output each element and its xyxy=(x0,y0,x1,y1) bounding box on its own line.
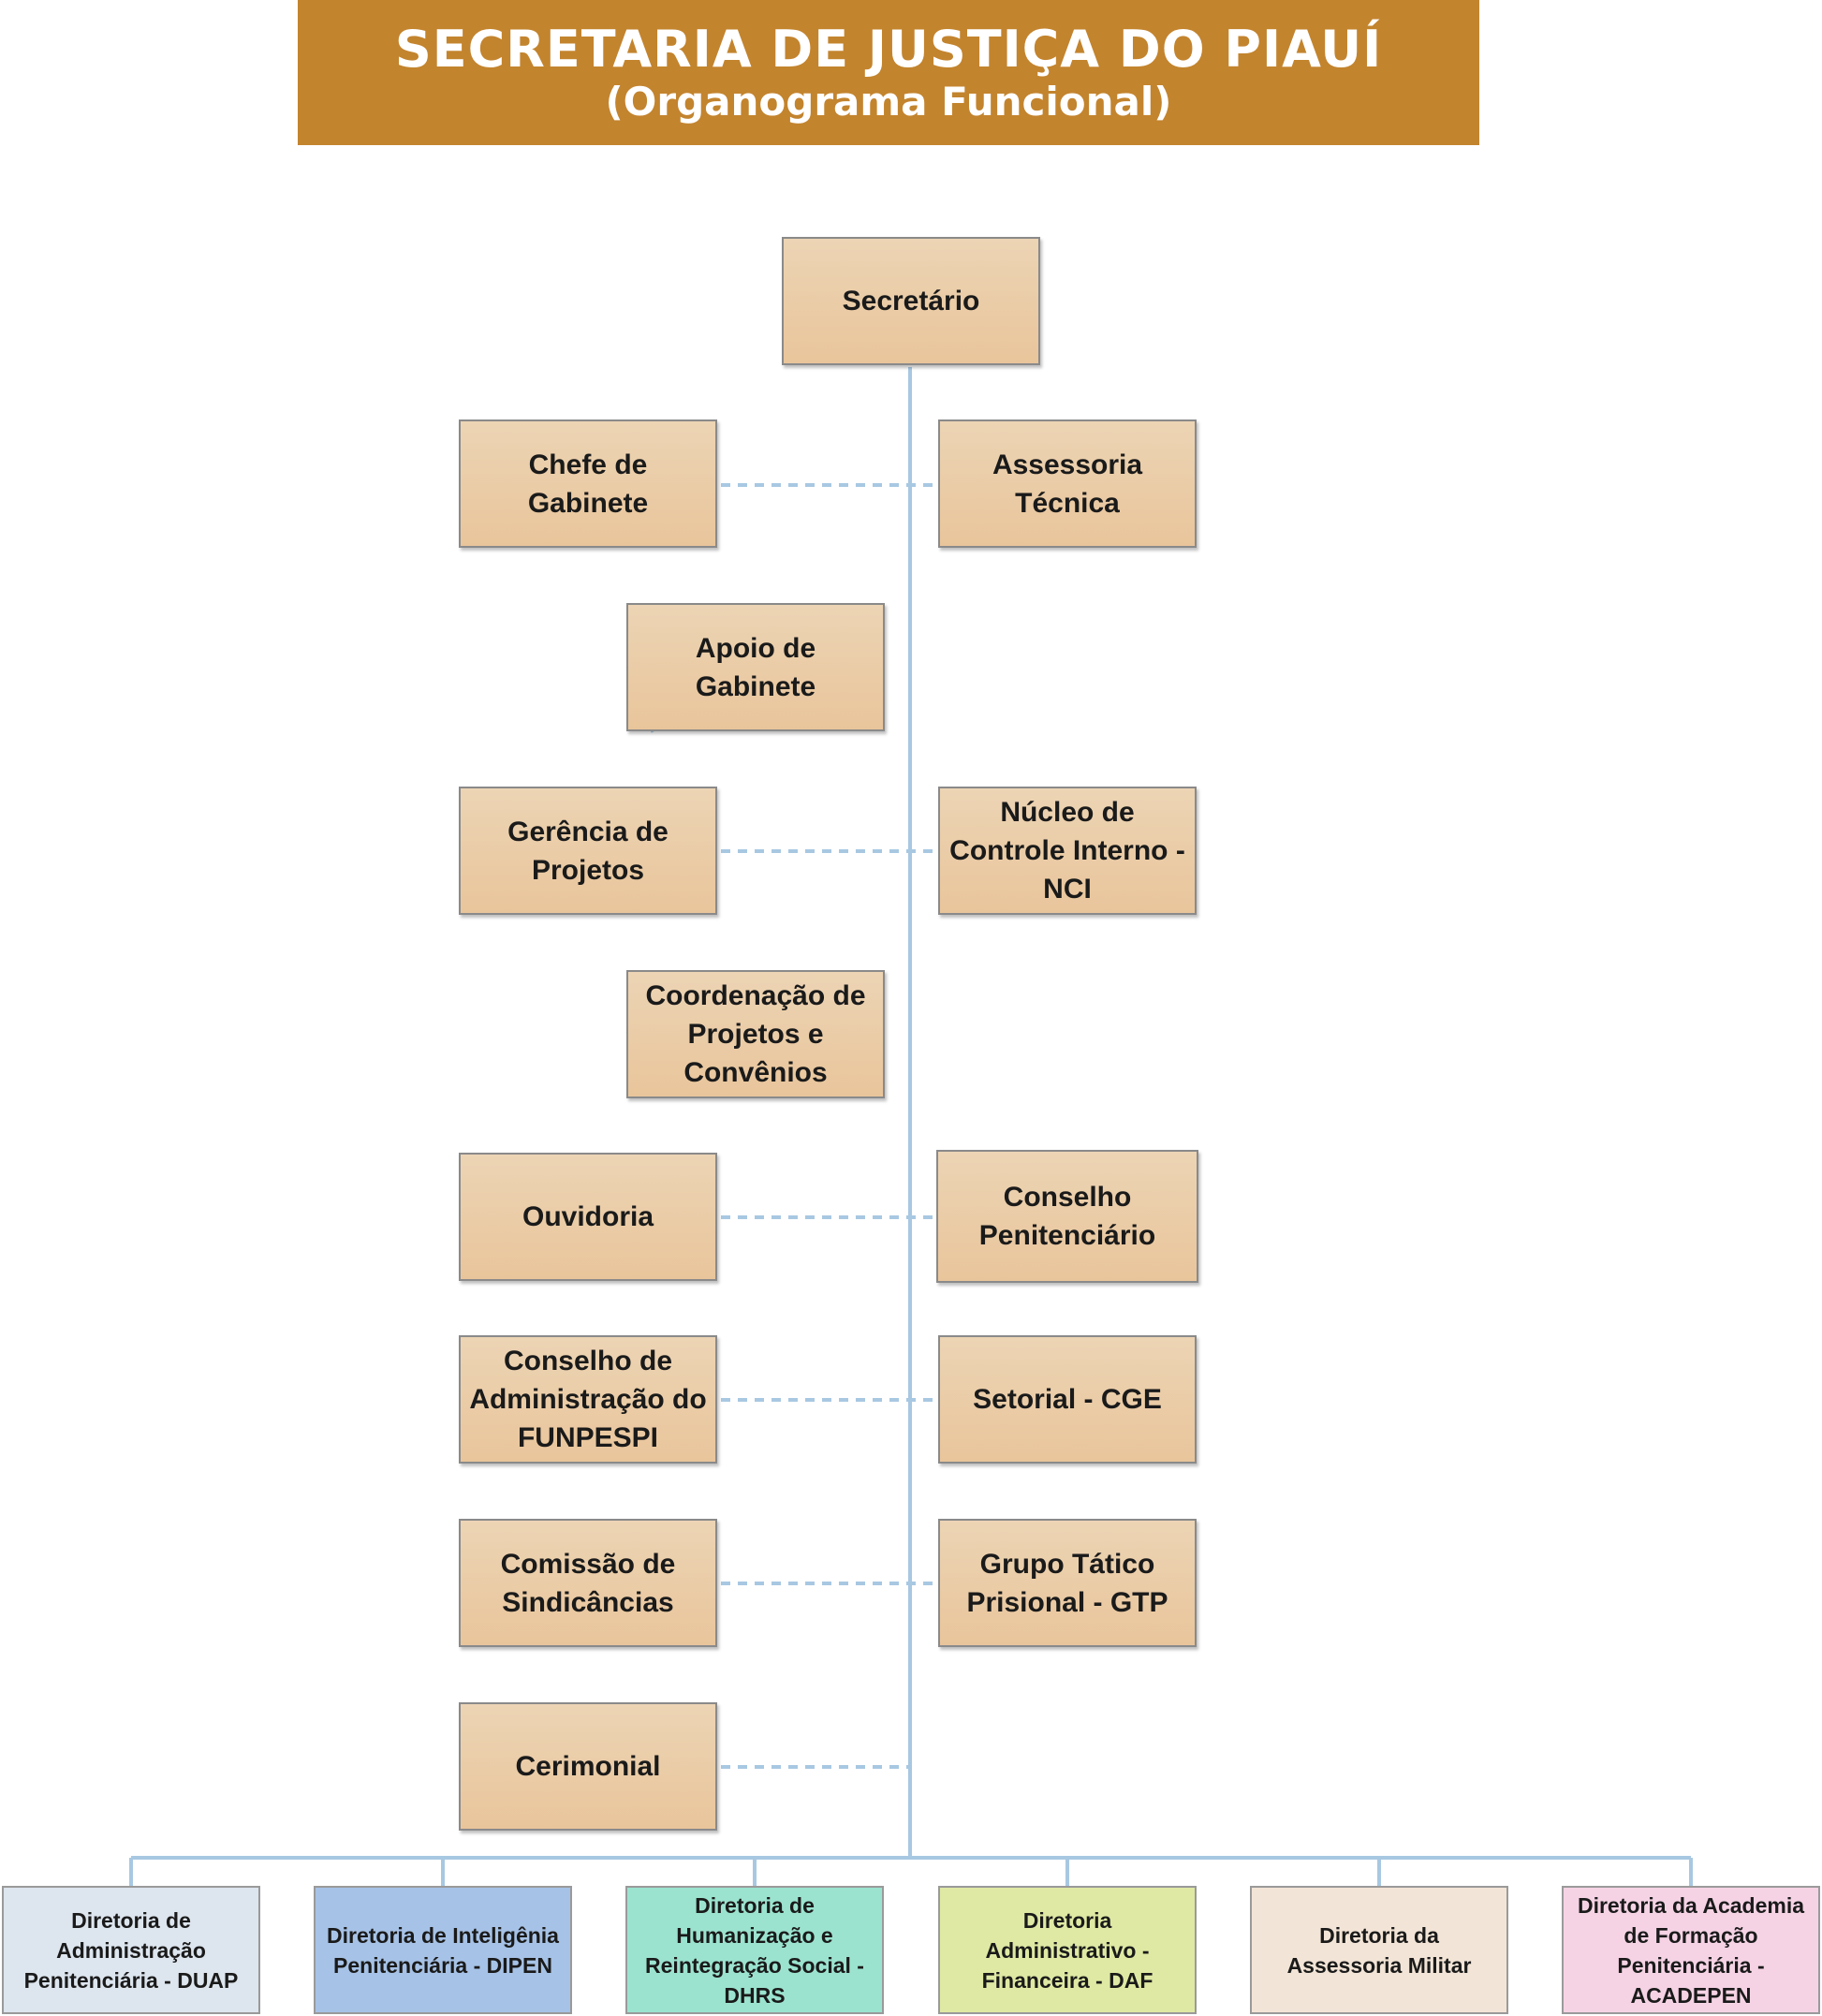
diretoria-dipen: Diretoria de Inteligênia Penitenciária -… xyxy=(314,1886,572,2014)
diretoria-label: Diretoria de Humanização e Reintegração … xyxy=(645,1892,864,2008)
node-gerencia-projetos: Gerência de Projetos xyxy=(459,787,717,915)
node-label: Secretário xyxy=(842,286,980,316)
diretoria-daf: Diretoria Administrativo -Financeira - D… xyxy=(938,1886,1197,2014)
node-secretario: Secretário xyxy=(782,237,1040,365)
diretoria-label: Diretoria da Academia de Formação Penite… xyxy=(1577,1892,1805,2008)
diretoria-duap: Diretoria de Administração Penitenciária… xyxy=(2,1886,260,2014)
diretoria-acadepen: Diretoria da Academia de Formação Penite… xyxy=(1562,1886,1820,2014)
node-grupo-tatico: Grupo Tático Prisional - GTP xyxy=(938,1519,1197,1647)
node-label: Apoio de Gabinete xyxy=(695,632,816,702)
node-label: Ouvidoria xyxy=(522,1201,654,1232)
diretoria-label: Diretoria de Administração Penitenciária… xyxy=(23,1907,239,1993)
diretoria-label: Diretoria de Inteligênia Penitenciária -… xyxy=(327,1922,559,1978)
node-label: Conselho Penitenciário xyxy=(978,1182,1156,1251)
node-label: Núcleo de Controle Interno - NCI xyxy=(949,797,1185,905)
node-label: Grupo Tático Prisional - GTP xyxy=(966,1548,1168,1618)
diretoria-dhrs: Diretoria de Humanização e Reintegração … xyxy=(625,1886,884,2014)
node-cerimonial: Cerimonial xyxy=(459,1702,717,1831)
node-label: Chefe de Gabinete xyxy=(527,449,649,519)
node-label: Comissão de Sindicâncias xyxy=(500,1548,676,1618)
node-ouvidoria: Ouvidoria xyxy=(459,1153,717,1281)
node-setorial-cge: Setorial - CGE xyxy=(938,1335,1197,1464)
node-conselho-funpespi: Conselho de Administração do FUNPESPI xyxy=(459,1335,717,1464)
diretoria-label: Diretoria Administrativo -Financeira - D… xyxy=(981,1907,1153,1993)
node-label: Assessoria Técnica xyxy=(992,449,1143,519)
node-assessoria-tecnica: Assessoria Técnica xyxy=(938,419,1197,548)
node-label: Coordenação de Projetos e Convênios xyxy=(645,980,866,1088)
chart-subtitle: (Organograma Funcional) xyxy=(605,79,1172,125)
chart-title: SECRETARIA DE JUSTIÇA DO PIAUÍ xyxy=(394,19,1383,79)
node-conselho-penitenciario: Conselho Penitenciário xyxy=(936,1150,1198,1283)
diretoria-label: Diretoria da Assessoria Militar xyxy=(1286,1922,1472,1978)
node-comissao-sindicancias: Comissão de Sindicâncias xyxy=(459,1519,717,1647)
node-label: Setorial - CGE xyxy=(973,1384,1162,1415)
node-coordenacao-projetos: Coordenação de Projetos e Convênios xyxy=(626,970,885,1098)
header-banner: SECRETARIA DE JUSTIÇA DO PIAUÍ (Organogr… xyxy=(298,0,1479,145)
node-apoio-gabinete: Apoio de Gabinete xyxy=(626,603,885,731)
node-label: Conselho de Administração do FUNPESPI xyxy=(469,1346,707,1453)
node-chefe-gabinete: Chefe de Gabinete xyxy=(459,419,717,548)
node-label: Gerência de Projetos xyxy=(507,816,669,886)
node-label: Cerimonial xyxy=(515,1751,661,1782)
diretoria-assessoria-militar: Diretoria da Assessoria Militar xyxy=(1250,1886,1508,2014)
node-nucleo-controle: Núcleo de Controle Interno - NCI xyxy=(938,787,1197,915)
